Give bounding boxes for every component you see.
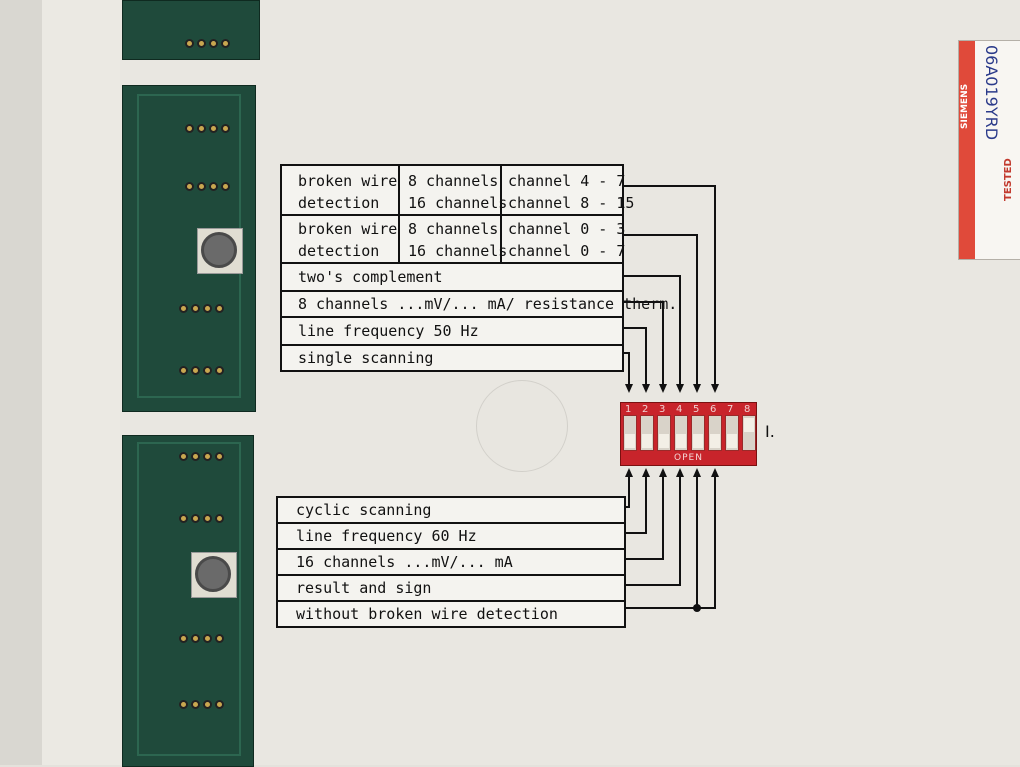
dip-switch: 1 2 3 4 5 6 7 8 OPEN — [620, 402, 757, 466]
pin-header — [179, 366, 224, 375]
pin-header — [179, 304, 224, 313]
pin-header — [179, 514, 224, 523]
sticker-brand: SIEMENS — [960, 83, 970, 129]
pin-header — [185, 124, 230, 133]
option-label: line frequency 60 Hz — [296, 527, 477, 545]
left-rail — [0, 0, 42, 765]
dip-position-label: 4 — [676, 404, 683, 415]
pcb-window-top — [122, 0, 260, 60]
option-label: result and sign — [296, 579, 432, 597]
dip-toggle-1[interactable] — [623, 415, 637, 451]
sticker-band — [959, 41, 975, 259]
dip-toggle-8[interactable] — [742, 415, 756, 451]
option-label: cyclic scanning — [296, 501, 432, 519]
dip-position-label: 8 — [744, 404, 751, 415]
pin-header — [185, 39, 230, 48]
pin-header — [179, 452, 224, 461]
dip-toggle-7[interactable] — [725, 415, 739, 451]
test-sticker: SIEMENS TESTED 06A019YRD — [958, 40, 1020, 260]
option-label: 16 channels ...mV/... mA — [296, 553, 513, 571]
pcb-trace — [137, 442, 241, 756]
dip-position-label: 6 — [710, 404, 717, 415]
dip-position-label: 1 — [625, 404, 632, 415]
dip-position-label: 2 — [642, 404, 649, 415]
junction-dot — [693, 604, 701, 612]
table-row: 16 channels ...mV/... mA — [278, 550, 624, 576]
table-row: 8 channels ...mV/... mA/ resistance ther… — [282, 292, 677, 318]
dip-position-label: 3 — [659, 404, 666, 415]
pin-header — [179, 700, 224, 709]
pcb-window-lower — [122, 435, 254, 767]
table-row: single scanning — [282, 346, 622, 372]
sticker-handwriting: 06A019YRD — [982, 45, 1001, 141]
dip-toggle-4[interactable] — [674, 415, 688, 451]
dip-toggle-3[interactable] — [657, 415, 671, 451]
table-row: result and sign — [278, 576, 624, 602]
option-label: 8 channels ...mV/... mA/ resistance ther… — [298, 295, 678, 313]
table-row: without broken wire detection — [278, 602, 624, 628]
dip-toggle-5[interactable] — [691, 415, 705, 451]
dip-toggle-6[interactable] — [708, 415, 722, 451]
left-cover — [42, 0, 120, 765]
pin-header — [179, 634, 224, 643]
potentiometer[interactable] — [195, 556, 231, 592]
dip-position-label: 7 — [727, 404, 734, 415]
round-cover-cap — [476, 380, 568, 472]
table-row: cyclic scanning — [278, 498, 624, 524]
option-label: single scanning — [298, 349, 434, 367]
table-row: two's complement — [282, 264, 622, 292]
potentiometer[interactable] — [201, 232, 237, 268]
pcb-window-upper — [122, 85, 256, 412]
option-label: two's complement — [298, 268, 443, 286]
option-label: line frequency 50 Hz — [298, 322, 479, 340]
pin-header — [185, 182, 230, 191]
sticker-status: TESTED — [1003, 158, 1014, 201]
table-row: line frequency 50 Hz — [282, 318, 622, 346]
dip-position-label: 5 — [693, 404, 700, 415]
reference-mark: I. — [765, 422, 775, 441]
dip-open-label: OPEN — [674, 453, 703, 463]
lower-settings-table: cyclic scanning line frequency 60 Hz 16 … — [276, 496, 626, 628]
option-label: without broken wire detection — [296, 605, 558, 623]
table-row: line frequency 60 Hz — [278, 524, 624, 550]
dip-toggle-2[interactable] — [640, 415, 654, 451]
